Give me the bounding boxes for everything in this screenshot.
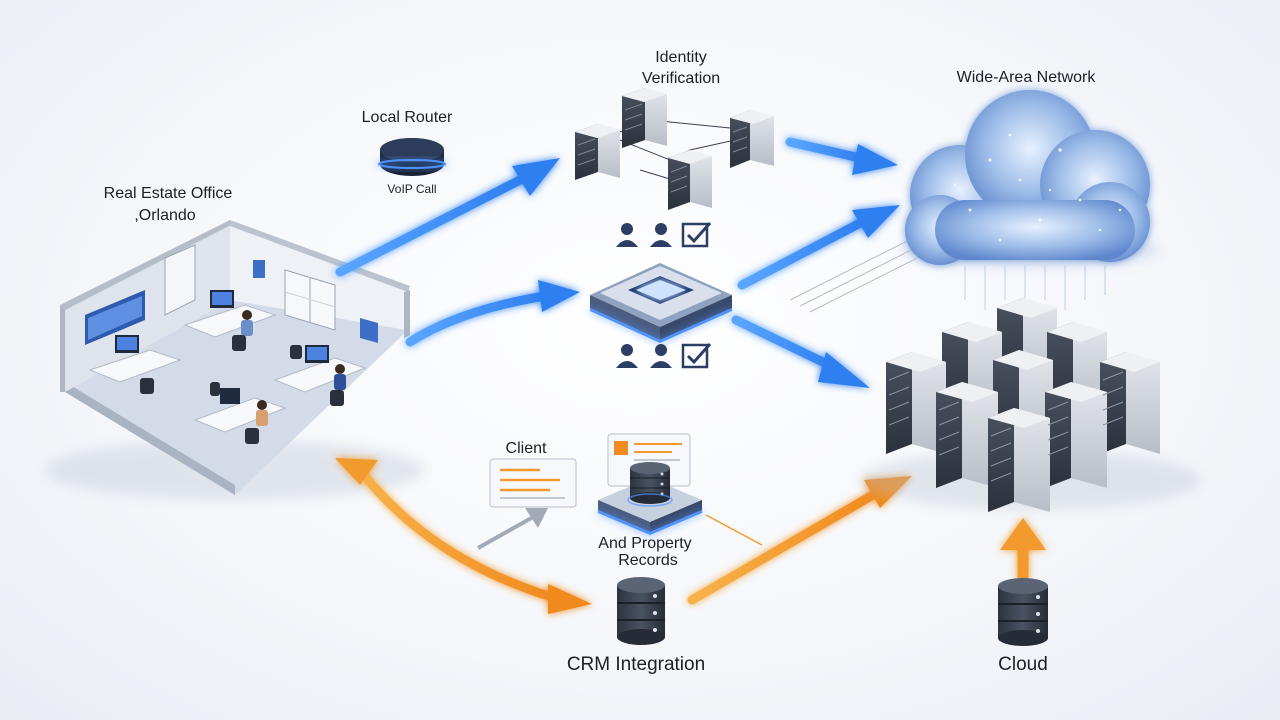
records-label-2: Records — [618, 552, 678, 569]
user-icon — [650, 344, 672, 368]
office-room — [45, 220, 425, 500]
arrowhead-wan-2 — [852, 205, 900, 238]
flow-arrow-identity-to-wan — [785, 137, 865, 163]
user-icon — [650, 223, 672, 247]
office-location-label: ,Orlando — [134, 207, 195, 224]
client-label: Client — [506, 440, 547, 457]
flow-arrow-hub-to-servers — [731, 315, 840, 373]
identity-icons-top — [616, 222, 712, 248]
orange-thin-line — [705, 514, 763, 546]
flow-arrow-office-to-identity — [335, 175, 525, 277]
voip-label: VoIP Call — [387, 182, 436, 196]
router-label: Local Router — [362, 109, 453, 126]
checkbox-icon — [681, 343, 712, 369]
server-rack-icon — [1045, 382, 1107, 488]
arrowhead-wan-1 — [852, 144, 898, 175]
arrowhead-office — [335, 458, 378, 485]
user-icon — [616, 344, 638, 368]
user-icon — [616, 223, 638, 247]
arrowhead-up — [1000, 518, 1046, 550]
cloud-label: Cloud — [998, 654, 1048, 675]
identity-label: Identity — [655, 49, 707, 66]
identity-icons-bottom — [616, 343, 712, 369]
client-pointer-arrow — [477, 508, 548, 550]
router-icon — [378, 138, 446, 176]
flow-arrow-crm-to-servers — [687, 487, 883, 605]
flow-arrow-hub-to-wan — [737, 217, 867, 290]
crm-database-icon — [617, 577, 665, 645]
records-label: And Property — [598, 535, 691, 552]
server-rack-icon — [730, 110, 774, 168]
server-rack-icon — [575, 124, 620, 180]
arrowhead-identity — [512, 158, 560, 196]
server-rack-icon — [988, 408, 1050, 512]
data-center-servers — [860, 298, 1200, 512]
arrowhead-hub — [538, 280, 580, 312]
office-workers — [241, 310, 346, 426]
server-rack-icon — [1100, 352, 1160, 454]
wan-label: Wide-Area Network — [957, 69, 1097, 86]
identity-server-cluster — [575, 88, 774, 210]
server-rack-icon — [622, 88, 667, 148]
cloud-icon — [900, 90, 1160, 315]
client-document-icon — [489, 458, 577, 508]
arrowhead-servers — [818, 352, 870, 388]
verification-label: Verification — [642, 70, 720, 87]
flow-arrow-office-to-hub — [405, 291, 550, 347]
cloud-database-icon — [998, 578, 1048, 646]
blue-flow-arrows — [335, 137, 900, 388]
server-rack-icon — [668, 150, 712, 210]
hub-chip-icon — [590, 263, 732, 343]
arrowhead-crm — [548, 584, 592, 614]
office-label: Real Estate Office — [104, 185, 233, 202]
database-icon — [627, 462, 673, 507]
flow-arrow-office-crm — [355, 465, 560, 603]
checkbox-icon — [681, 222, 712, 248]
crm-label: CRM Integration — [567, 654, 705, 675]
